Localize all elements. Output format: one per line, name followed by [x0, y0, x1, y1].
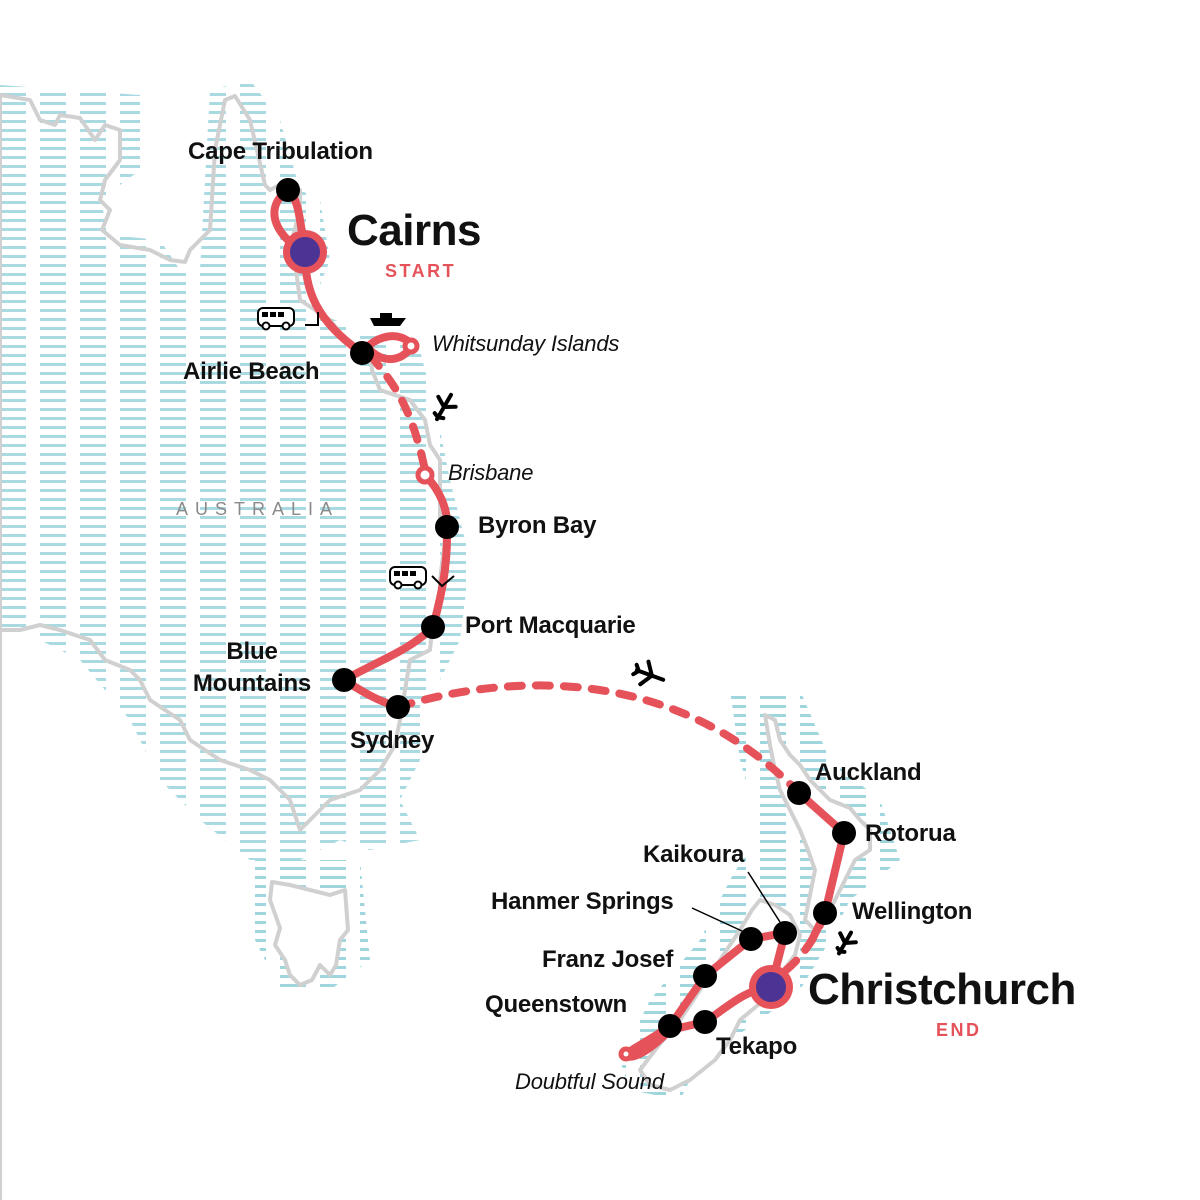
stop-label-cape-tribulation: Cape Tribulation [188, 138, 373, 165]
route-waypoints [402, 337, 634, 1062]
plane-icon [432, 392, 458, 422]
country-label: AUSTRALIA [176, 499, 340, 519]
end-city-label: Christchurch [808, 965, 1076, 1014]
start-tag: START [385, 261, 457, 281]
bus-icon [389, 566, 427, 590]
stop-label-kaikoura: Kaikoura [643, 841, 745, 868]
stop-label-tekapo: Tekapo [716, 1033, 798, 1060]
stop-label-sydney: Sydney [350, 727, 435, 754]
blue-mountains-line-1: Blue [226, 638, 278, 665]
stop-label-queenstown: Queenstown [485, 991, 628, 1018]
stop-label-airlie-beach: Airlie Beach [183, 358, 320, 385]
stop-label-brisbane: Brisbane [448, 460, 534, 485]
stop-label-byron-bay: Byron Bay [478, 512, 597, 539]
bus-icon [257, 307, 295, 331]
stop-label-wellington: Wellington [852, 898, 973, 925]
transport-arrows [305, 312, 455, 588]
stop-label-rotorua: Rotorua [865, 820, 956, 847]
blue-mountains-line-2: Mountains [192, 670, 312, 697]
stop-label-port-macquarie: Port Macquarie [465, 612, 636, 639]
start-marker [283, 230, 327, 274]
stop-label-hanmer-springs: Hanmer Springs [491, 888, 674, 915]
boat-icon [370, 313, 406, 326]
stop-label-auckland: Auckland [815, 759, 922, 786]
end-marker [749, 965, 793, 1009]
stop-label-blue-mountains: Blue Mountains [184, 636, 320, 700]
stop-label-whitsunday-islands: Whitsunday Islands [432, 331, 620, 356]
stop-label-franz-josef: Franz Josef [542, 946, 674, 973]
plane-icon [835, 930, 858, 956]
start-city-label: Cairns [347, 206, 481, 255]
coastline [0, 93, 872, 1200]
plane-icon [631, 659, 666, 687]
leader-lines [691, 871, 781, 932]
stop-label-doubtful-sound: Doubtful Sound [515, 1069, 664, 1094]
stop-dots [276, 178, 856, 1038]
end-tag: END [936, 1020, 982, 1040]
